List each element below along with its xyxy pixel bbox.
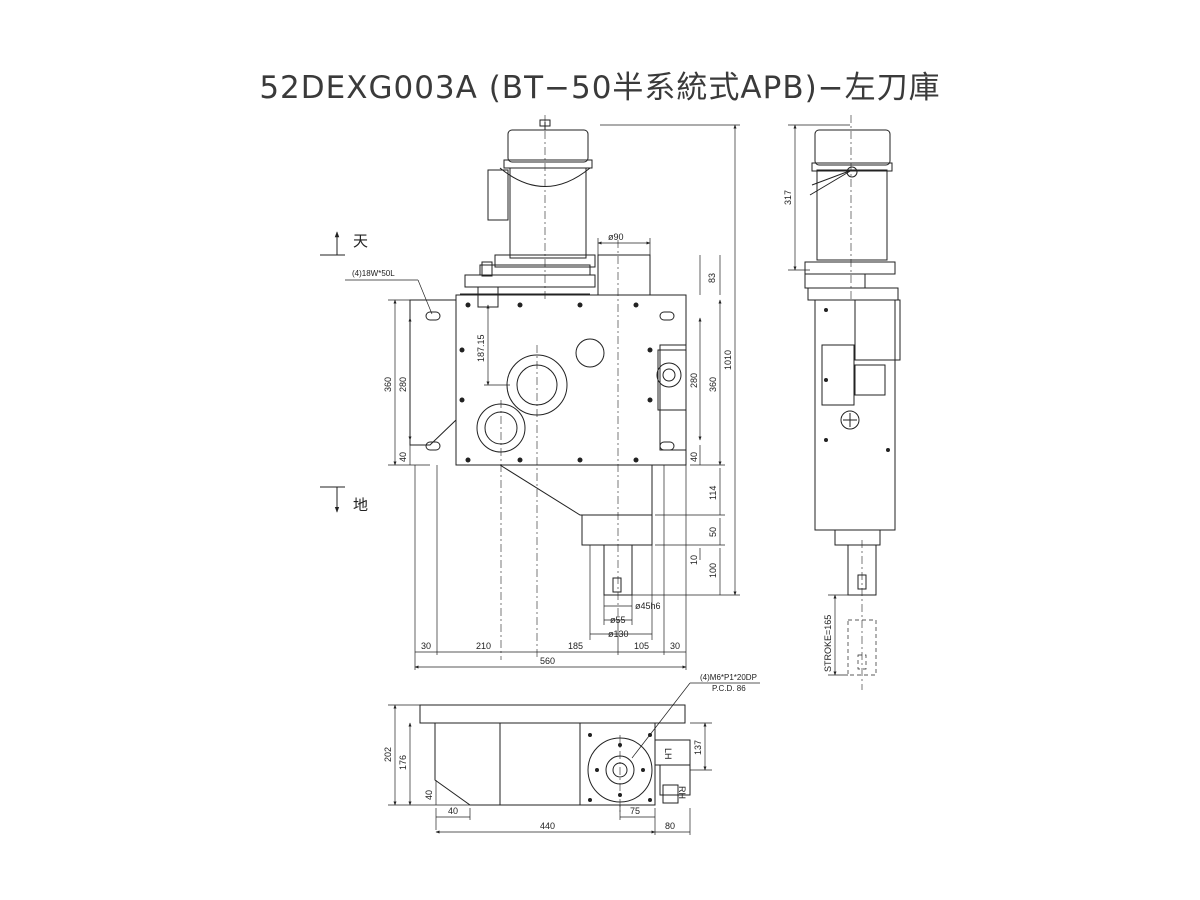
dim-w105: 105 [634, 641, 649, 651]
rh-switch [662, 784, 679, 804]
dim-h317: 317 [783, 190, 793, 205]
front-view [409, 115, 687, 660]
dim-w440: 440 [540, 821, 555, 831]
dim-h10: 10 [689, 555, 699, 565]
dim-w185: 185 [568, 641, 583, 651]
label-rh: RH [677, 786, 687, 799]
dim-h100: 100 [708, 563, 718, 578]
dim-w210: 210 [476, 641, 491, 651]
dim-h83: 83 [707, 273, 717, 283]
dim-h360-left: 360 [383, 377, 393, 392]
pulley-assembly [460, 254, 596, 308]
left-flange [409, 299, 457, 446]
front-dim-lines [345, 124, 740, 670]
lower-housing [499, 464, 653, 516]
dim-w560: 560 [540, 656, 555, 666]
dim-d55: ø55 [610, 615, 626, 625]
boss-d90 [597, 254, 651, 296]
label-lh: LH [663, 748, 673, 760]
top-view [419, 704, 691, 815]
bolt-holes [459, 302, 653, 463]
switch-box [656, 362, 682, 388]
dim-d90: ø90 [608, 232, 624, 242]
orientation-marks [320, 231, 345, 513]
label-top: 天 [353, 232, 368, 250]
note-tap: (4)M6*P1*20DP [700, 673, 757, 682]
drawing-title: 52DEXG003A (BT−50半系統式APB)−左刀庫 [259, 70, 941, 106]
bore-upper [575, 338, 605, 368]
dim-w75: 75 [630, 806, 640, 816]
side-dim-lines [788, 124, 850, 676]
note-slot: (4)18W*50L [352, 269, 395, 278]
dim-h176: 176 [398, 755, 408, 770]
dim-h40-right: 40 [689, 452, 699, 462]
dim-h1010: 1010 [723, 350, 733, 370]
right-flange [659, 300, 687, 451]
dim-h40-left: 40 [398, 452, 408, 462]
top-body [434, 723, 581, 806]
labels: 天 地 (4)18W*50L (4)M6*P1*20DP P.C.D. 86 ø… [352, 190, 833, 831]
dim-h187: 187.15 [476, 334, 486, 362]
dim-h280-right: 280 [689, 373, 699, 388]
dim-h360-right: 360 [708, 377, 718, 392]
top-dim-lines [388, 682, 760, 835]
note-pcd: P.C.D. 86 [712, 684, 746, 693]
dim-h137: 137 [693, 740, 703, 755]
dim-h50: 50 [708, 527, 718, 537]
dim-stroke: STROKE=165 [823, 615, 833, 672]
dim-w80: 80 [665, 821, 675, 831]
dim-d45: ø45h6 [635, 601, 661, 611]
side-view [804, 115, 901, 690]
dim-w30a: 30 [421, 641, 431, 651]
side-switch-box [854, 299, 901, 361]
spindle-housing [581, 514, 653, 546]
dim-h114: 114 [708, 486, 718, 500]
dim-h40-top: 40 [424, 790, 434, 800]
label-bottom: 地 [353, 496, 368, 514]
dim-w30b: 30 [670, 641, 680, 651]
dim-w40-top: 40 [448, 806, 458, 816]
dim-d130: ø130 [608, 629, 629, 639]
top-plate [419, 704, 686, 724]
dim-h280-left: 280 [398, 377, 408, 392]
motor-front [487, 119, 593, 259]
dim-h202: 202 [383, 747, 393, 762]
